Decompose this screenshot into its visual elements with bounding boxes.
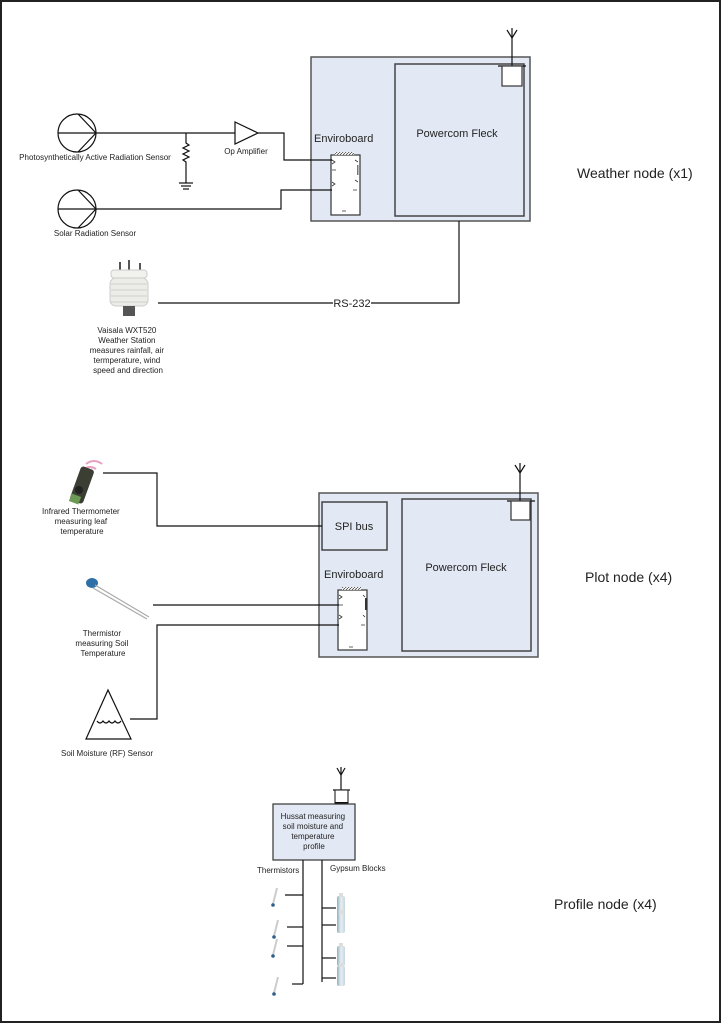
profile-node: Hussat measuring soil moisture and tempe… bbox=[257, 767, 657, 996]
rs232-label: RS-232 bbox=[333, 298, 370, 310]
spi-bus-label: SPI bus bbox=[335, 521, 374, 533]
powercom-fleck-label: Powercom Fleck bbox=[425, 562, 507, 574]
resistor-icon bbox=[179, 133, 193, 190]
powercom-fleck-box bbox=[394, 63, 525, 217]
op-amplifier-icon bbox=[234, 121, 260, 145]
gypsum-block-list bbox=[322, 893, 345, 986]
weather-node-label: Weather node (x1) bbox=[577, 165, 693, 181]
infrared-thermometer-label: Infrared Thermometer measuring leaf temp… bbox=[42, 507, 122, 536]
enviroboard-chip bbox=[330, 152, 361, 216]
profile-node-label: Profile node (x4) bbox=[554, 896, 657, 912]
gypsum-block bbox=[322, 943, 345, 966]
plot-node: SPI bus Powercom Fleck Enviroboard Infra… bbox=[42, 460, 672, 758]
powercom-fleck-box bbox=[401, 498, 532, 652]
weather-node: Powercom Fleck Enviroboard Photosyntheti… bbox=[19, 28, 693, 375]
thermistor-label: Thermistor measuring Soil Temperature bbox=[75, 629, 130, 658]
plot-node-label: Plot node (x4) bbox=[585, 569, 672, 585]
weather-station-label: Vaisala WXT520 Weather Station measures … bbox=[90, 326, 166, 375]
par-sensor-icon bbox=[57, 113, 97, 153]
soil-moisture-sensor-icon bbox=[85, 688, 132, 740]
solar-sensor-icon bbox=[57, 189, 97, 229]
powercom-fleck-label: Powercom Fleck bbox=[416, 128, 498, 140]
gypsum-block bbox=[322, 963, 345, 986]
soil-moisture-sensor-label: Soil Moisture (RF) Sensor bbox=[61, 749, 153, 758]
thermistor-list bbox=[271, 887, 303, 996]
antenna-icon bbox=[333, 767, 350, 804]
gypsum-block bbox=[322, 910, 345, 933]
hussat-label: Hussat measuring soil moisture and tempe… bbox=[281, 812, 348, 851]
par-sensor-label: Photosynthetically Active Radiation Sens… bbox=[19, 153, 171, 162]
op-amplifier-label: Op Amplifier bbox=[224, 147, 268, 156]
enviroboard-label: Enviroboard bbox=[314, 133, 373, 145]
weather-station-icon bbox=[109, 260, 149, 316]
thermistor-icon bbox=[86, 578, 150, 620]
antenna-icon bbox=[498, 28, 526, 87]
solar-sensor-label: Solar Radiation Sensor bbox=[54, 229, 137, 238]
thermistor-probe bbox=[272, 919, 303, 939]
hussat-box bbox=[272, 803, 356, 861]
enviroboard-label: Enviroboard bbox=[324, 569, 383, 581]
spi-bus-box bbox=[321, 501, 388, 551]
thermistor-probe bbox=[271, 887, 303, 907]
enviroboard-chip bbox=[337, 587, 368, 651]
thermistor-probe bbox=[271, 938, 303, 958]
infrared-thermometer-icon bbox=[68, 460, 103, 505]
thermistors-label: Thermistors bbox=[257, 866, 299, 875]
antenna-icon bbox=[507, 463, 535, 521]
gypsum-blocks-label: Gypsum Blocks bbox=[330, 864, 386, 873]
thermistor-probe bbox=[272, 976, 303, 996]
